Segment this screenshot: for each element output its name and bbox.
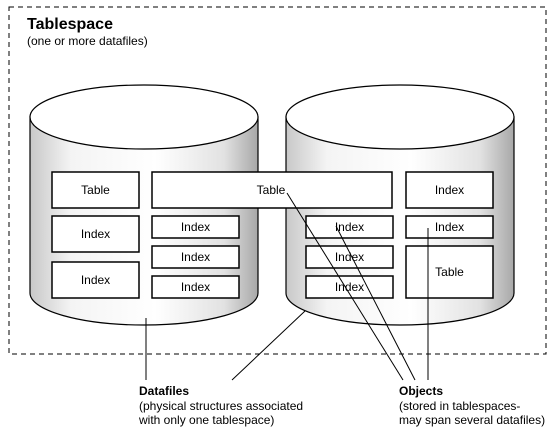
- objects-callout-line1: (stored in tablespaces-: [399, 399, 520, 413]
- objects-leader-lines: [286, 192, 429, 381]
- datafile1-objects: Table Index Index Index Index Index: [51, 171, 240, 299]
- df2-table-box: [405, 245, 494, 299]
- df1-index-box-4: [151, 245, 240, 269]
- df1-index-box-3: [151, 215, 240, 239]
- df1-index-box-5: [151, 275, 240, 299]
- df2-index-label-3: Index: [335, 280, 364, 294]
- df1-table-box: [51, 171, 140, 209]
- df2-index-box-2: [305, 245, 394, 269]
- df1-index-label-1: Index: [81, 227, 110, 241]
- df2-index-box-4: [405, 171, 494, 209]
- spanning-table-label: Table: [257, 183, 286, 197]
- objects-callout-line2: may span several datafiles): [399, 413, 545, 427]
- df1-table-label: Table: [81, 183, 110, 197]
- df2-table-label: Table: [435, 265, 464, 279]
- tablespace-subtitle: (one or more datafiles): [27, 34, 148, 48]
- df1-index-label-3: Index: [181, 220, 210, 234]
- df1-index-box-1: [51, 215, 140, 253]
- objects-callout-title: Objects: [399, 384, 443, 398]
- df1-index-box-2: [51, 261, 140, 299]
- tablespace-title: Tablespace: [27, 16, 113, 33]
- spanning-table-box: [151, 171, 393, 209]
- datafile2-objects: Index Index Index Index Index Table: [305, 171, 494, 299]
- datafiles-callout-line2: with only one tablespace): [138, 413, 274, 427]
- df2-index-label-2: Index: [335, 250, 364, 264]
- df2-index-label-1: Index: [335, 220, 364, 234]
- df1-index-label-2: Index: [81, 273, 110, 287]
- tablespace-boundary: [8, 6, 547, 355]
- datafiles-callout-line1: (physical structures associated: [139, 399, 303, 413]
- df2-index-label-4: Index: [435, 183, 464, 197]
- df1-index-label-4: Index: [181, 250, 210, 264]
- datafiles-callout-title: Datafiles: [139, 384, 189, 398]
- df1-index-label-5: Index: [181, 280, 210, 294]
- datafiles-leader-lines: [145, 310, 306, 381]
- df2-index-label-5: Index: [435, 220, 464, 234]
- df2-index-box-1: [305, 215, 394, 239]
- df2-index-box-3: [305, 275, 394, 299]
